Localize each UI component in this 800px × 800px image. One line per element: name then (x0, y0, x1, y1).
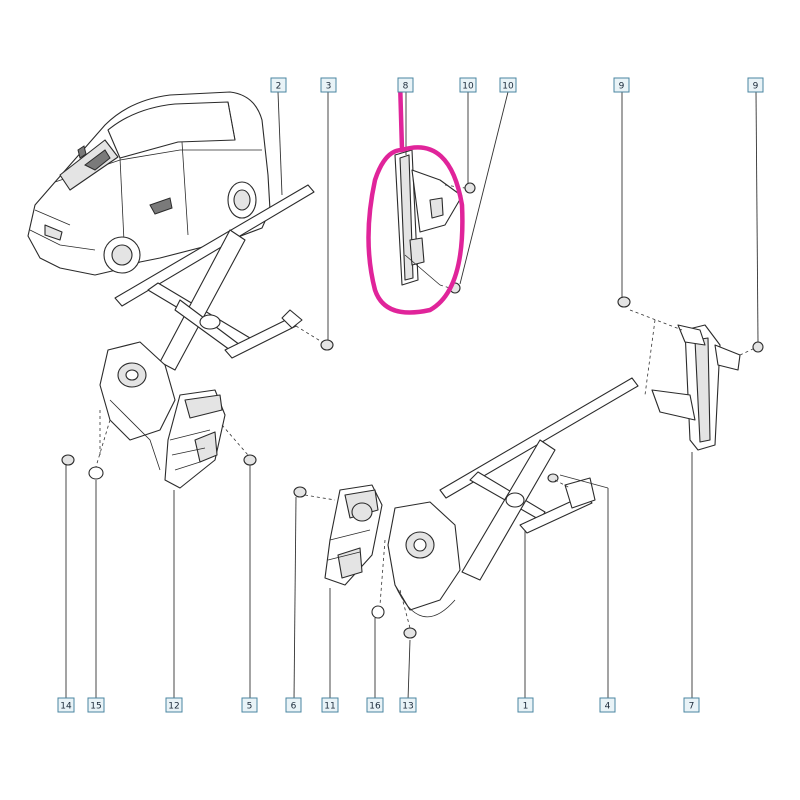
callout-11: 11 (321, 697, 339, 713)
callout-10-a: 10 (459, 77, 477, 93)
svg-text:7: 7 (689, 702, 695, 712)
svg-text:1: 1 (523, 702, 529, 712)
callout-9-b: 9 (747, 77, 764, 93)
highlighted-rail-assembly (366, 77, 509, 315)
callout-8: 8 (397, 77, 414, 93)
svg-text:16: 16 (369, 702, 381, 712)
car-illustration (27, 91, 271, 276)
svg-text:8: 8 (403, 82, 409, 92)
callout-7: 7 (683, 697, 700, 713)
left-motor-assembly (61, 341, 257, 700)
svg-text:14: 14 (60, 702, 72, 712)
callout-2: 2 (270, 77, 287, 93)
svg-text:9: 9 (619, 82, 625, 92)
callout-4: 4 (599, 697, 616, 713)
callout-16: 16 (366, 697, 384, 713)
callout-labels: 2 3 8 10 10 9 9 14 15 12 5 6 11 16 13 1 … (57, 77, 764, 713)
right-rear-rail (617, 91, 764, 700)
right-motor-assembly (293, 484, 461, 701)
svg-text:10: 10 (462, 82, 474, 92)
svg-text:3: 3 (326, 82, 332, 92)
svg-text:6: 6 (291, 702, 297, 712)
svg-text:5: 5 (247, 702, 253, 712)
callout-5: 5 (241, 697, 258, 713)
svg-text:13: 13 (402, 702, 413, 712)
callout-9-a: 9 (613, 77, 630, 93)
svg-text:12: 12 (168, 702, 179, 712)
svg-text:15: 15 (90, 702, 101, 712)
callout-10-b: 10 (499, 77, 517, 93)
svg-text:9: 9 (753, 82, 759, 92)
left-window-regulator (114, 91, 334, 371)
right-window-regulator (439, 377, 639, 700)
callout-3: 3 (320, 77, 337, 93)
svg-text:10: 10 (502, 82, 514, 92)
svg-text:11: 11 (324, 702, 335, 712)
callout-15: 15 (87, 697, 105, 713)
svg-text:2: 2 (276, 82, 282, 92)
callout-1: 1 (517, 697, 534, 713)
svg-text:4: 4 (605, 702, 611, 712)
callout-12: 12 (165, 697, 183, 713)
callout-13: 13 (399, 697, 417, 713)
callout-6: 6 (285, 697, 302, 713)
callout-14: 14 (57, 697, 75, 713)
